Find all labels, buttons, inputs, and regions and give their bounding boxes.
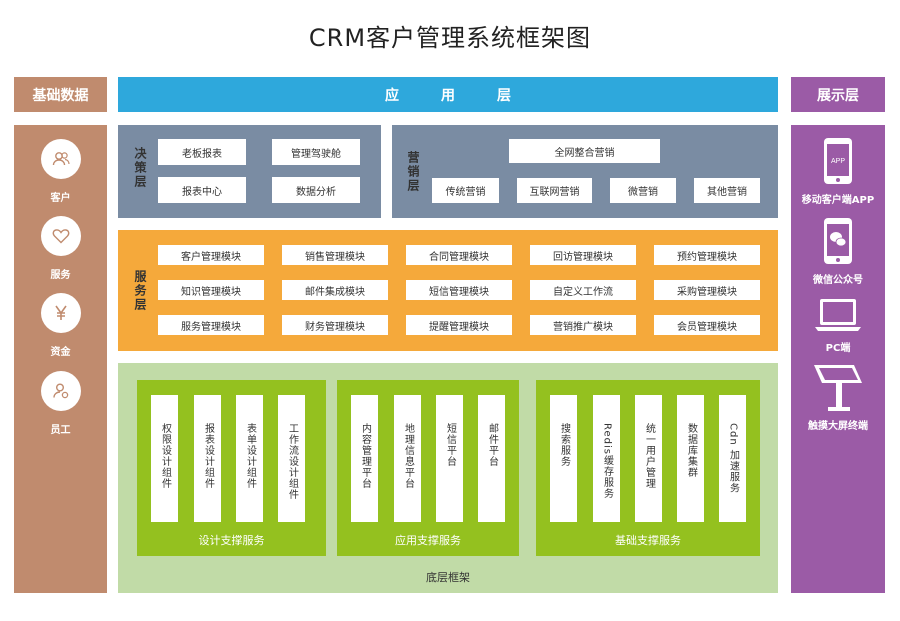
decision-layer-title: 决策层 — [133, 147, 147, 189]
support-component: 搜索服务 — [550, 395, 577, 522]
service-module: 财务管理模块 — [282, 315, 388, 335]
left-item-service: 服务 — [14, 216, 107, 281]
right-item-wechat: 微信公众号 — [791, 217, 885, 286]
support-component: 工作流设计组件 — [278, 395, 305, 522]
marketing-item: 微营销 — [610, 178, 676, 203]
support-component-label: 地理信息平台 — [402, 423, 414, 489]
service-module: 短信管理模块 — [406, 280, 512, 300]
decision-item: 管理驾驶舱 — [272, 139, 360, 165]
users-icon — [40, 139, 81, 179]
left-panel: 客户 服务 资金 员工 — [14, 125, 107, 593]
support-component-label: 邮件平台 — [486, 423, 498, 467]
support-component: 报表设计组件 — [194, 395, 221, 522]
right-item-label: 微信公众号 — [813, 275, 863, 286]
service-layer: 服务层 客户管理模块销售管理模块合同管理模块回访管理模块预约管理模块知识管理模块… — [118, 230, 778, 351]
support-group-label: 应用支撑服务 — [395, 534, 461, 547]
yen-icon — [40, 293, 81, 333]
decision-item: 报表中心 — [158, 177, 246, 203]
support-component: 地理信息平台 — [394, 395, 421, 522]
decision-item: 数据分析 — [272, 177, 360, 203]
service-module: 邮件集成模块 — [282, 280, 388, 300]
service-module: 销售管理模块 — [282, 245, 388, 265]
support-group-label: 基础支撑服务 — [615, 534, 681, 547]
service-module: 客户管理模块 — [158, 245, 264, 265]
wechat-icon — [824, 218, 852, 264]
decision-layer: 决策层 老板报表 管理驾驶舱 报表中心 数据分析 — [118, 125, 381, 218]
left-item-label: 客户 — [50, 193, 71, 204]
support-component: 统一用户管理 — [635, 395, 662, 522]
support-component: 数据库集群 — [677, 395, 704, 522]
support-component-label: 内容管理平台 — [359, 423, 371, 489]
support-component: Redis缓存服务 — [593, 395, 620, 522]
marketing-top-item: 全网整合营销 — [509, 139, 660, 163]
service-module: 服务管理模块 — [158, 315, 264, 335]
support-component-label: 短信平台 — [444, 423, 456, 467]
support-group-label: 设计支撑服务 — [198, 534, 265, 547]
marketing-layer-title: 营销层 — [406, 151, 420, 193]
support-component-label: 工作流设计组件 — [286, 423, 298, 500]
page-title: CRM客户管理系统框架图 — [308, 24, 592, 52]
service-module: 自定义工作流 — [530, 280, 636, 300]
application-layer-label: 应 用 层 — [385, 87, 511, 104]
right-header-label: 展示层 — [817, 87, 859, 104]
support-component: 权限设计组件 — [151, 395, 178, 522]
marketing-item: 传统营销 — [432, 178, 499, 203]
support-component-label: 数据库集群 — [685, 423, 697, 478]
marketing-item: 其他营销 — [694, 178, 760, 203]
service-module: 采购管理模块 — [654, 280, 760, 300]
support-group: 内容管理平台 地理信息平台 短信平台 邮件平台应用支撑服务 — [337, 380, 519, 556]
support-group: 搜索服务 Redis缓存服务 统一用户管理 数据库集群 Cdn 加速服务基础支撑服务 — [536, 380, 760, 556]
left-header-label: 基础数据 — [32, 87, 89, 104]
service-module: 会员管理模块 — [654, 315, 760, 335]
left-item-label: 员工 — [50, 425, 71, 436]
right-item-kiosk: 触摸大屏终端 — [791, 361, 885, 432]
service-module: 预约管理模块 — [654, 245, 760, 265]
left-item-employee: 员工 — [14, 371, 107, 436]
service-layer-title: 服务层 — [133, 270, 147, 312]
service-module: 知识管理模块 — [158, 280, 264, 300]
service-module: 回访管理模块 — [530, 245, 636, 265]
right-item-pc: PC端 — [791, 297, 885, 354]
right-header: 展示层 — [791, 77, 885, 112]
support-component: 表单设计组件 — [236, 395, 263, 522]
marketing-item: 互联网营销 — [517, 178, 592, 203]
service-module: 提醒管理模块 — [406, 315, 512, 335]
support-component: 短信平台 — [436, 395, 463, 522]
left-header: 基础数据 — [14, 77, 107, 112]
right-item-label: PC端 — [825, 343, 851, 354]
laptop-icon — [815, 299, 861, 331]
support-component: 邮件平台 — [478, 395, 505, 522]
left-item-label: 资金 — [50, 347, 71, 358]
support-component-label: 表单设计组件 — [244, 423, 256, 489]
right-item-app: APP 移动客户端APP — [791, 137, 885, 206]
service-module: 合同管理模块 — [406, 245, 512, 265]
support-component-label: Redis缓存服务 — [601, 423, 613, 499]
phone-app-icon: APP — [824, 138, 852, 184]
decision-item: 老板报表 — [158, 139, 246, 165]
support-component-label: 报表设计组件 — [202, 423, 214, 489]
support-component-label: 权限设计组件 — [159, 423, 171, 489]
support-group: 权限设计组件 报表设计组件 表单设计组件 工作流设计组件设计支撑服务 — [137, 380, 326, 556]
support-component-label: 统一用户管理 — [643, 423, 655, 489]
support-component-label: 搜索服务 — [558, 423, 570, 467]
kiosk-icon — [814, 365, 862, 411]
support-component-label: Cdn 加速服务 — [727, 423, 739, 494]
support-component: Cdn 加速服务 — [719, 395, 746, 522]
left-item-funds: 资金 — [14, 293, 107, 358]
bottom-framework: 权限设计组件 报表设计组件 表单设计组件 工作流设计组件设计支撑服务 内容管理平台 地理信… — [118, 363, 778, 593]
bottom-framework-label: 底层框架 — [426, 571, 470, 584]
left-item-label: 服务 — [50, 270, 71, 281]
phone-app-text: APP — [831, 158, 845, 165]
left-item-customer: 客户 — [14, 139, 107, 204]
heart-icon — [40, 216, 81, 256]
application-layer-bar: 应 用 层 — [118, 77, 778, 112]
employee-icon — [40, 371, 81, 411]
right-item-label: 移动客户端APP — [801, 195, 875, 206]
marketing-layer: 营销层 全网整合营销 传统营销 互联网营销 微营销 其他营销 — [392, 125, 778, 218]
right-panel: APP 移动客户端APP 微信公众号 PC端 触摸大屏终端 — [791, 125, 885, 593]
right-item-label: 触摸大屏终端 — [808, 421, 868, 432]
support-component: 内容管理平台 — [351, 395, 378, 522]
service-module: 营销推广模块 — [530, 315, 636, 335]
